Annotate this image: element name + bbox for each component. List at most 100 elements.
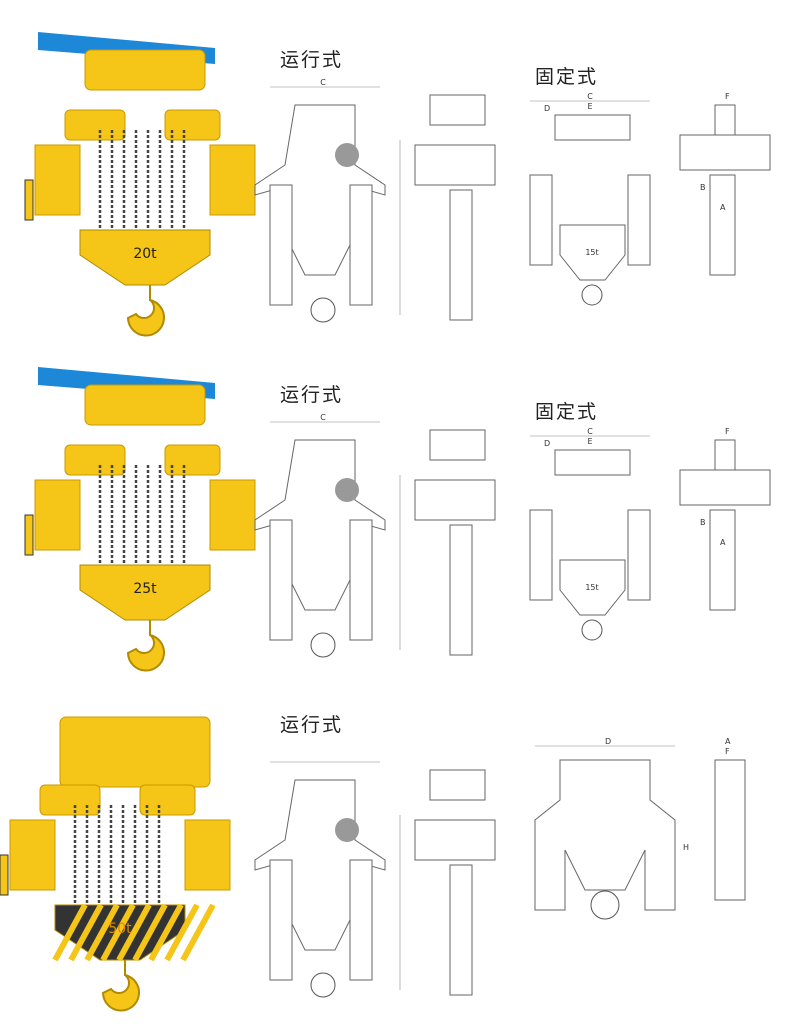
- hazard-stripe: [164, 903, 200, 962]
- trolley-frame: [84, 384, 206, 426]
- chain-bag-outline: [349, 859, 373, 981]
- chain-bag-outline: [529, 509, 553, 601]
- fixed-side-drawing: F B A: [679, 92, 771, 276]
- chain-bag-outline: [529, 174, 553, 266]
- pendant-control: [0, 854, 9, 896]
- dim-label-f: F: [725, 92, 730, 101]
- hazard-stripe: [116, 903, 152, 962]
- chain-bag-outline: [269, 519, 293, 641]
- chain-bag-left: [9, 819, 56, 891]
- running-type-title: 运行式: [280, 49, 344, 71]
- dim-label-a: A: [720, 538, 726, 547]
- trolley-outline: [429, 94, 486, 126]
- fixed-type-title: 固定式: [535, 66, 599, 88]
- hazard-stripe: [84, 903, 120, 962]
- hazard-stripe: [132, 903, 168, 962]
- chain-bag-outline: [627, 174, 651, 266]
- gearbox-housing: [139, 784, 196, 816]
- capacity-label: 50t: [108, 921, 132, 937]
- hook-outline: [310, 632, 336, 658]
- dim-label-c: C: [320, 78, 326, 87]
- motor-housing: [64, 109, 126, 141]
- capacity-label: 25t: [133, 581, 157, 597]
- chain-bag-left: [34, 479, 81, 551]
- chain-bag-outline: [709, 174, 736, 276]
- lifting-hook: [126, 620, 165, 672]
- motor-outline: [414, 144, 496, 186]
- gearbox-housing: [164, 444, 221, 476]
- running-front-drawing: C: [254, 413, 386, 658]
- chain-bag-outline: [269, 859, 293, 981]
- hook-block-outline: [559, 559, 626, 616]
- dim-label-d: D: [544, 439, 550, 448]
- mount-plate: [554, 449, 631, 476]
- running-side-drawing: [399, 94, 496, 321]
- trolley-outline: [429, 429, 486, 461]
- trolley-outline: [429, 769, 486, 801]
- fixed-capacity-label: 15t: [585, 248, 598, 257]
- hook-block: [79, 564, 211, 621]
- dim-label-b: B: [700, 183, 706, 192]
- capacity-label: 20t: [133, 246, 157, 262]
- motor-outline: [679, 469, 771, 506]
- dim-label-f: F: [725, 747, 730, 756]
- fixed-side-drawing: F B A: [679, 427, 771, 611]
- fixed-front-drawing: CE D 15t: [529, 92, 651, 306]
- motor-outline: [414, 819, 496, 861]
- dim-label-c: C: [587, 92, 593, 101]
- motor-outline: [414, 479, 496, 521]
- chain-bag-left: [34, 144, 81, 216]
- hazard-stripe: [180, 903, 216, 962]
- hook-outline: [581, 619, 603, 641]
- dim-label-b: B: [700, 518, 706, 527]
- dim-label-a: A: [720, 203, 726, 212]
- chain-bag-outline: [449, 524, 473, 656]
- pendant-control: [24, 179, 34, 221]
- pendant-control: [24, 514, 34, 556]
- chain-bag-outline: [449, 864, 473, 996]
- dim-label-f: F: [725, 427, 730, 436]
- chain-bag-outline: [269, 184, 293, 306]
- mount-plate: [554, 114, 631, 141]
- chain-bag-outline: [627, 509, 651, 601]
- dim-label-c: C: [587, 427, 593, 436]
- large-front-drawing: DH: [534, 737, 689, 920]
- dim-label-e: E: [587, 102, 592, 111]
- hoist-outline: [534, 759, 676, 911]
- hoist-photo: 50t: [0, 716, 231, 1012]
- hazard-stripe: [148, 903, 184, 962]
- hook-outline: [590, 890, 620, 920]
- fixed-capacity-label: 15t: [585, 583, 598, 592]
- lifting-hook: [101, 960, 140, 1012]
- hook-outline: [581, 284, 603, 306]
- chain-bag-outline: [349, 519, 373, 641]
- dim-label-h: H: [683, 843, 689, 852]
- large-side-drawing: AF: [714, 737, 746, 901]
- fixed-type-title: 固定式: [535, 401, 599, 423]
- motor-outline: [335, 818, 359, 842]
- dim-label-d: D: [544, 104, 550, 113]
- chain-bag-right: [184, 819, 231, 891]
- hazard-stripe: [68, 903, 104, 962]
- side-outline: [714, 759, 746, 901]
- running-type-title: 运行式: [280, 714, 344, 736]
- motor-outline: [335, 143, 359, 167]
- hook-outline: [310, 297, 336, 323]
- chain-bag-outline: [349, 184, 373, 306]
- motor-outline: [335, 478, 359, 502]
- motor-housing: [39, 784, 101, 816]
- lifting-hook: [126, 285, 165, 337]
- fixed-front-drawing: CE D 15t: [529, 427, 651, 641]
- chain-bag-right: [209, 144, 256, 216]
- running-front-drawing: C: [254, 78, 386, 323]
- trolley-frame: [84, 49, 206, 91]
- dim-label-e: E: [587, 437, 592, 446]
- hazard-stripe: [100, 903, 136, 962]
- running-type-title: 运行式: [280, 384, 344, 406]
- hook-block-outline: [559, 224, 626, 281]
- hook-block: [79, 229, 211, 286]
- motor-outline: [679, 134, 771, 171]
